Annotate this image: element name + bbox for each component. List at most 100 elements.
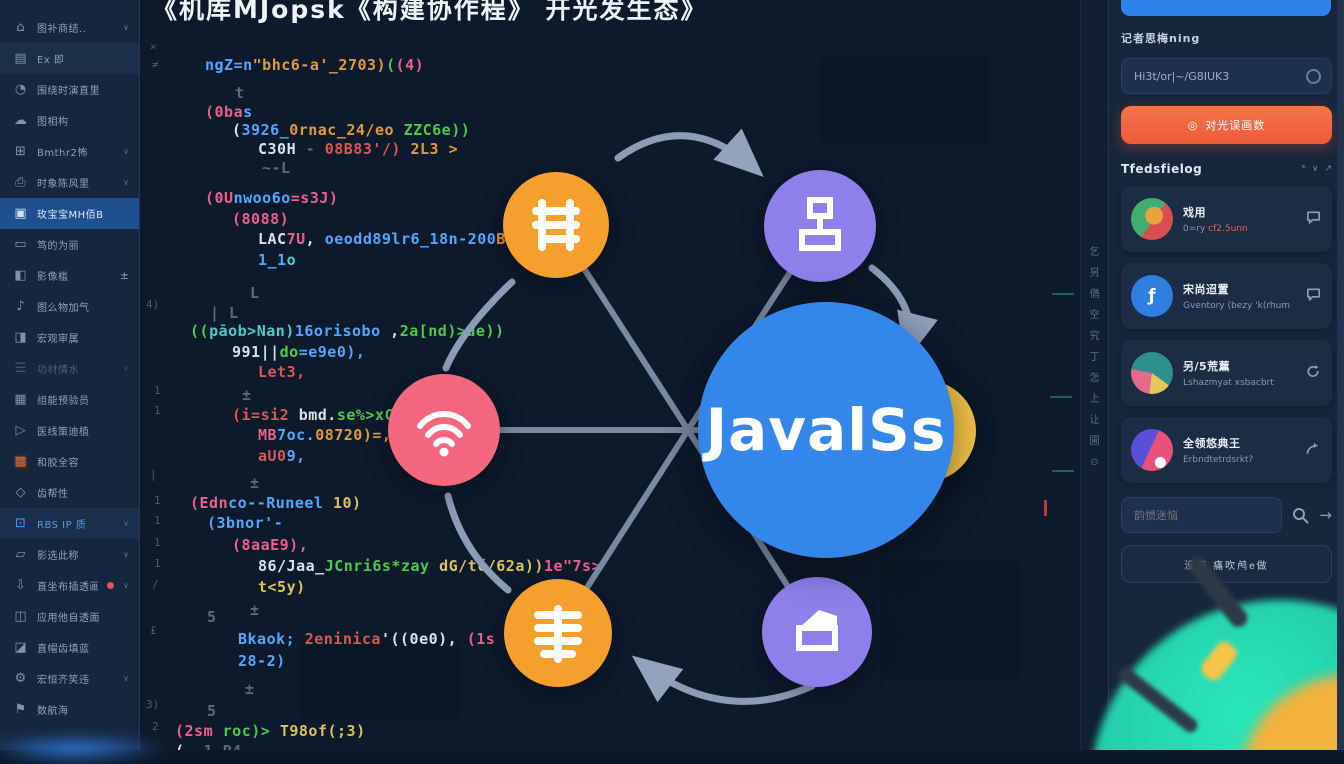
cloud-icon: ☁ (14, 113, 27, 128)
notification-dot (107, 582, 115, 589)
code-line: 1_1o (258, 251, 297, 269)
sidebar-item[interactable]: ⚑ 数航海 ∨ (14, 702, 69, 717)
external-arrow-icon[interactable]: ↗ (1324, 164, 1332, 174)
sidebar-item[interactable]: ◫ 应用他自透面 ∨ (14, 609, 100, 624)
bg-texture (820, 55, 990, 145)
chat-icon[interactable] (1305, 209, 1322, 230)
play-icon: ▷ (15, 423, 26, 438)
card-title: 全领悠典王 (1183, 437, 1241, 450)
gutter-mark: 1 (154, 404, 161, 417)
sidebar-item[interactable]: ▩ 和胶全容 ∨ (13, 454, 79, 469)
code-line: (Ednco--Runeel 10) (190, 494, 362, 512)
scrollbar[interactable] (1337, 0, 1344, 750)
tick-decoration (1050, 396, 1072, 398)
card-title: 戏用 (1183, 206, 1206, 219)
chat-icon[interactable] (1305, 286, 1322, 307)
code-line: (0bas (205, 103, 253, 121)
card-subtitle: Lshazmyat xsbacbrt (1183, 378, 1274, 388)
chevron-down-icon: ∨ (123, 147, 129, 156)
bg-texture (300, 640, 460, 720)
search-icon[interactable] (1292, 507, 1309, 524)
sidebar-item[interactable]: ⊡ RBS IP 质 ∨ (0, 508, 139, 539)
flag-icon: ⚑ (14, 702, 27, 717)
javascript-center-node: JavalSs (698, 302, 954, 558)
download-icon: ⇩ (15, 578, 26, 593)
sidebar-item[interactable]: ◇ 齿帮性 ∨ (0, 477, 139, 508)
gutter-mark: 1 (154, 557, 161, 570)
loop-icon[interactable] (1304, 363, 1322, 384)
trending-card-list: 戏用 0=ry cf2.5unn ƒ 宋尚迢置 Gventory (bezy '… (1121, 186, 1332, 483)
code-line: (i=si2 bmd.se%>xC (232, 406, 395, 424)
primary-top-button[interactable] (1121, 0, 1331, 16)
strip-glyph: 圃 (1089, 436, 1100, 447)
submit-arrow-icon[interactable]: → (1319, 506, 1332, 524)
gutter-mark: | (150, 468, 157, 481)
sidebar-item[interactable]: ⇩ 直坐布插透画 ∨ (0, 570, 139, 601)
search-input-wrap (1121, 497, 1283, 533)
card-subtitle: 0=ry cf2.5unn (1183, 224, 1248, 234)
vertical-icon-strip: 乞另偤空究丁怎上让圃⊙ (1080, 0, 1108, 750)
sidebar-item[interactable]: ◧ 影像槛 ± ∨ (14, 268, 129, 283)
search-input[interactable] (1132, 507, 1272, 523)
sidebar-item[interactable]: ☰ 功材情水 ∨ (14, 361, 129, 376)
card-title: 宋尚迢置 (1183, 283, 1229, 296)
glow-decoration (0, 734, 170, 764)
trending-card[interactable]: 戏用 0=ry cf2.5unn (1121, 186, 1332, 252)
sidebar-item[interactable]: ♪ 图么物加气 ∨ (0, 291, 139, 322)
gutter-mark: ≠ (152, 58, 159, 71)
target-icon: ◎ (1187, 119, 1199, 132)
strip-glyph: 上 (1089, 394, 1100, 405)
async-node (503, 172, 609, 278)
sidebar-item[interactable]: ◔ 围绕时演直里 ∨ (14, 82, 100, 97)
strip-glyph: 怎 (1089, 373, 1100, 384)
sidebar-item[interactable]: ▭ 笃的为丽 ∨ (14, 237, 79, 252)
code-line: (2sm roc)> T98of(;3) (175, 722, 366, 740)
code-line: ± (245, 680, 255, 698)
avatar (1131, 352, 1173, 394)
load-more-button[interactable]: 没带 痛吹鸬e做 (1121, 545, 1332, 583)
code-line: 5 (207, 608, 217, 626)
sidebar-item[interactable]: ▱ 影选此称 ∨ (0, 539, 139, 570)
generate-button[interactable]: ◎ 对光误画数 (1121, 106, 1332, 144)
sidebar-item[interactable]: ◨ 宏观审属 ∨ (14, 330, 79, 345)
tick-decoration (1052, 293, 1074, 295)
sidebar-item[interactable]: ⌂ 图补商结.. ∨ (0, 12, 139, 43)
sidebar-item[interactable]: ▤ Ex 即 ∨ (0, 43, 139, 74)
sidebar-item[interactable]: ◪ 直帽齿填蓝 ∨ (14, 640, 90, 655)
code-line: aU09, (258, 447, 306, 465)
trending-card[interactable]: ƒ 宋尚迢置 Gventory (bezy 'k(rhum (1121, 263, 1332, 329)
sidebar-item[interactable]: ⚙ 宏恒齐笑违 ∨ (14, 671, 129, 686)
sparkle-icon[interactable]: * (1301, 164, 1306, 174)
chevron-down-icon: ∨ (123, 519, 129, 528)
code-line: Let3, (258, 363, 306, 381)
right-sidebar: 记者思梅ning ◎ 对光误画数 Tfedsfielog * ∨ ↗ 戏用 0=… (1108, 0, 1344, 750)
gutter-mark: 2 (152, 720, 159, 733)
code-line: (3926_0rnac_24/eo ZZC6e)) (232, 121, 471, 139)
link-icon: ⊡ (15, 516, 26, 531)
trending-card[interactable]: 另/5荒薰 Lshazmyat xsbacbrt (1121, 340, 1332, 406)
strip-glyph: 让 (1089, 415, 1100, 426)
circle-icon (1306, 68, 1321, 84)
chevron-down-icon[interactable]: ∨ (1311, 164, 1319, 174)
sidebar-item[interactable]: ▦ 组能预验员 ∨ (14, 392, 90, 407)
sidebar-item[interactable]: ▣ 玫宝宝MH佰B ∨ (0, 198, 139, 229)
strip-glyph: 空 (1089, 310, 1100, 321)
code-line: ((pāob>Nan)16orisobo ,2a[nd)>de)) (190, 322, 505, 340)
box-icon: ▩ (13, 454, 28, 469)
chevron-down-icon: ∨ (123, 178, 129, 187)
bg-texture (880, 560, 1020, 680)
printer-icon: ⎙ (15, 175, 26, 190)
share-icon[interactable] (1304, 440, 1322, 461)
code-line: (8088) (232, 210, 290, 228)
search-row: → (1121, 497, 1332, 533)
history-input[interactable] (1132, 68, 1300, 84)
sidebar-item[interactable]: ⎙ 时象陈风里 ∨ (0, 167, 139, 198)
card-title: 另/5荒薰 (1183, 360, 1231, 373)
sidebar-item[interactable]: ▷ 医线策迪植 ∨ (0, 415, 139, 446)
sidebar-item[interactable]: ⊞ Bmthr2怖 ∨ (0, 136, 139, 167)
pen-node (504, 579, 612, 687)
sidebar-item[interactable]: ☁ 图相构 ∨ (14, 113, 69, 128)
trending-card[interactable]: 全领悠典王 Erbndtetrdsrkt? (1121, 417, 1332, 483)
